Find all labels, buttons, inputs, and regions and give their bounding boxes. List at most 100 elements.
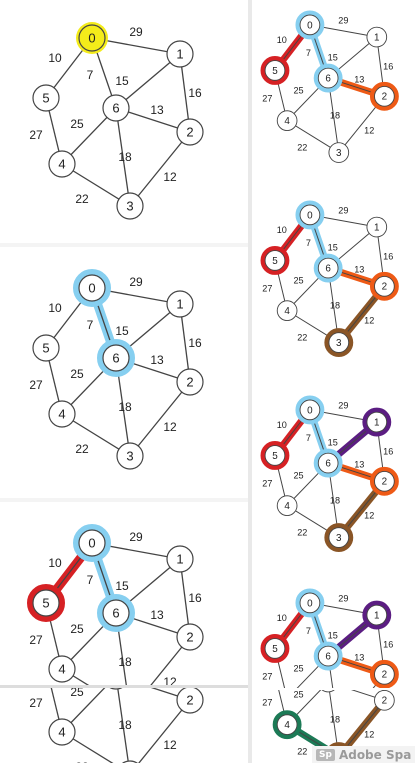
node-label-4: 4 <box>284 306 290 317</box>
node-label-3: 3 <box>126 449 133 464</box>
edge-weight-6-2: 13 <box>354 265 364 275</box>
node-5 <box>264 445 286 466</box>
node-label-5: 5 <box>272 256 278 267</box>
adobe-spark-logo-icon: Sp <box>316 748 335 761</box>
node-label-4: 4 <box>284 116 290 127</box>
edge-weight-4-3: 22 <box>75 442 89 456</box>
node-highlight-1 <box>362 600 392 630</box>
node-1 <box>366 216 388 238</box>
node-highlight-6 <box>97 339 135 377</box>
node-1 <box>366 26 388 48</box>
node-highlight-2 <box>369 271 399 301</box>
node-6 <box>102 344 130 372</box>
edge-weight-0-1: 29 <box>338 15 348 25</box>
edge-weight-2-3: 12 <box>163 170 177 184</box>
node-highlight-5 <box>260 441 290 470</box>
node-label-0: 0 <box>307 20 313 31</box>
node-label-4: 4 <box>284 720 290 731</box>
node-label-3: 3 <box>126 199 133 214</box>
node-6 <box>317 67 339 89</box>
node-0 <box>299 399 321 421</box>
edge-weight-1-2: 16 <box>188 336 202 350</box>
edge-weight-1-6: 15 <box>328 631 338 641</box>
edge-weight-0-6: 7 <box>87 318 94 332</box>
edge-weight-6-2: 13 <box>150 353 164 367</box>
node-highlight-2 <box>369 81 399 111</box>
node-5 <box>264 250 286 271</box>
node-4 <box>48 655 76 683</box>
edge-weight-6-2: 13 <box>354 75 364 85</box>
node-highlight-2 <box>369 659 399 688</box>
edge-weight-0-1: 29 <box>129 275 143 289</box>
node-4 <box>276 300 298 321</box>
node-highlight-6 <box>313 253 343 283</box>
edge-weight-0-6: 7 <box>306 433 311 443</box>
node-5 <box>264 60 286 81</box>
node-highlight-3 <box>324 523 354 552</box>
node-2 <box>374 663 395 685</box>
node-label-6: 6 <box>325 74 331 85</box>
edge-1-6 <box>115 53 181 109</box>
edge-weight-1-6: 15 <box>115 74 129 88</box>
edge-weight-4-3: 22 <box>297 332 307 342</box>
edge-weight-0-5: 10 <box>277 35 287 45</box>
node-3 <box>328 332 350 353</box>
row-divider-2 <box>0 498 248 502</box>
node-label-1: 1 <box>176 47 183 62</box>
edge-weight-0-5: 10 <box>48 51 62 65</box>
node-label-1: 1 <box>374 222 380 233</box>
edge-weight-5-4: 27 <box>262 94 272 104</box>
node-label-1: 1 <box>176 297 183 312</box>
node-label-2: 2 <box>382 92 388 103</box>
edge-weight-6-4: 25 <box>70 367 84 381</box>
edge-weight-5-4: 27 <box>262 672 272 682</box>
node-label-0: 0 <box>88 536 95 551</box>
node-6 <box>109 688 123 690</box>
node-4 <box>276 495 298 516</box>
edge-weight-0-6: 7 <box>87 573 94 587</box>
edge-weight-5-4: 27 <box>262 479 272 489</box>
node-label-0: 0 <box>88 31 95 46</box>
edge-weight-2-3: 12 <box>364 316 374 326</box>
node-0 <box>299 592 321 614</box>
edge-weight-0-6: 7 <box>306 48 311 58</box>
node-1 <box>166 40 194 68</box>
node-1 <box>366 604 388 626</box>
node-3 <box>328 527 350 548</box>
node-label-6: 6 <box>112 101 119 116</box>
node-4 <box>48 718 76 746</box>
watermark-text: Adobe Spa <box>338 747 412 762</box>
node-highlight-5 <box>260 634 290 663</box>
node-0 <box>78 274 106 302</box>
node-highlight-0 <box>73 524 111 562</box>
node-label-6: 6 <box>325 652 331 663</box>
node-highlight-0 <box>73 269 111 307</box>
edge-weight-6-3: 18 <box>118 655 132 669</box>
node-label-1: 1 <box>374 417 380 428</box>
node-label-1: 1 <box>176 552 183 567</box>
node-highlight-6 <box>313 63 343 93</box>
node-2 <box>374 470 395 492</box>
edge-weight-6-3: 18 <box>330 110 340 120</box>
node-highlight-6 <box>313 641 343 671</box>
node-2 <box>374 690 395 711</box>
edge-weight-1-2: 16 <box>383 62 393 72</box>
node-2 <box>374 85 395 107</box>
edge-weight-1-2: 16 <box>188 591 202 605</box>
edge-weight-1-6: 15 <box>328 53 338 63</box>
node-label-0: 0 <box>307 210 313 221</box>
node-label-6: 6 <box>112 351 119 366</box>
edge-weight-6-4: 25 <box>70 117 84 131</box>
edge-weight-0-1: 29 <box>129 25 143 39</box>
node-highlight-6 <box>313 448 343 478</box>
node-5 <box>32 334 60 362</box>
edge-2-3 <box>150 636 191 685</box>
edge-weight-6-4: 25 <box>293 663 303 673</box>
node-label-4: 4 <box>58 725 65 740</box>
